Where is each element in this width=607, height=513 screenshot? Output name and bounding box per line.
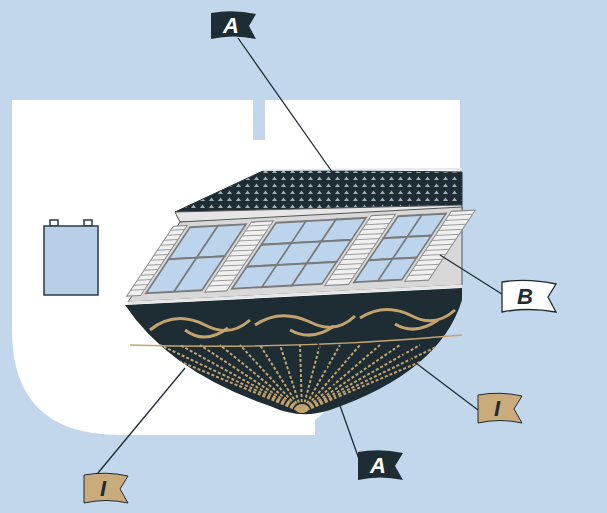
window-band	[128, 207, 462, 302]
stern-counter	[125, 286, 462, 414]
callout-flags	[84, 11, 556, 503]
callout-letter: B	[502, 282, 548, 312]
callout-letter: A	[358, 452, 398, 480]
callout-letter: A	[211, 12, 251, 40]
hull-shape	[12, 100, 460, 435]
stern-windows	[127, 210, 476, 296]
callout-letter: I	[84, 475, 122, 503]
side-window	[44, 220, 98, 295]
roof-edge	[262, 169, 462, 170]
callout-letter: I	[478, 395, 516, 423]
leader-lines	[88, 38, 505, 485]
